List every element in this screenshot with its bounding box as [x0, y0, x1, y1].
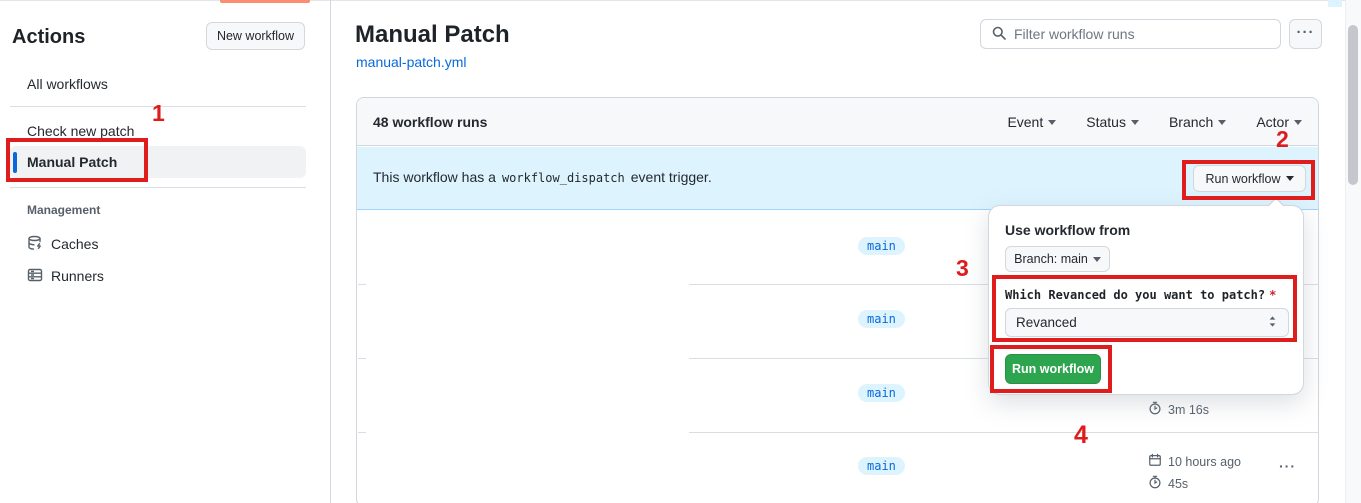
management-section-heading: Management [27, 203, 101, 217]
sidebar-item-runners[interactable]: Runners [27, 264, 287, 288]
sidebar-item-label: Caches [51, 236, 99, 252]
top-nav-border [0, 0, 1345, 1]
sidebar-item-label: Check new patch [27, 123, 135, 139]
sidebar-item-manual-patch[interactable]: Manual Patch [10, 146, 306, 178]
sidebar-item-label: All workflows [27, 76, 108, 92]
run-date: 10 hours ago [1148, 453, 1241, 470]
chevron-down-icon [1218, 119, 1227, 129]
branch-badge[interactable]: main [858, 384, 905, 402]
runs-header: 48 workflow runs Event Status Branch Act… [357, 98, 1318, 146]
annotation-step-3: 3 [956, 255, 969, 281]
workflow-runs-panel: 48 workflow runs Event Status Branch Act… [356, 97, 1319, 503]
run-kebab-button[interactable]: ··· [1279, 458, 1296, 474]
sidebar-item-caches[interactable]: Caches [27, 232, 287, 256]
stopwatch-icon [1148, 475, 1162, 492]
runs-count: 48 workflow runs [373, 113, 488, 130]
search-input[interactable] [1014, 26, 1270, 42]
filter-runs-searchbox[interactable] [980, 19, 1281, 49]
select-updown-icon [1265, 314, 1280, 332]
annotation-step-1: 1 [152, 100, 165, 126]
top-banner-fragment [1328, 0, 1342, 7]
sidebar-title: Actions [12, 26, 86, 48]
run-duration: 3m 16s [1148, 401, 1209, 418]
required-asterisk: * [1269, 288, 1277, 302]
run-workflow-dialog: Use workflow from Branch: main Which Rev… [988, 197, 1304, 395]
branch-selector-button[interactable]: Branch: main [1005, 246, 1110, 272]
sidebar-item-label: Manual Patch [27, 154, 118, 170]
runs-filters: Event Status Branch Actor [1007, 98, 1302, 146]
sidebar-divider [10, 187, 306, 188]
row-separator [689, 432, 1319, 433]
run-workflow-dropdown-button[interactable]: Run workflow [1193, 165, 1306, 192]
chevron-down-icon [1092, 256, 1101, 266]
chevron-down-icon [1285, 176, 1294, 185]
chevron-down-icon [1048, 119, 1057, 129]
code-workflow-dispatch: workflow_dispatch [501, 171, 625, 185]
workflow-file-link[interactable]: manual-patch.yml [356, 54, 467, 70]
sidebar-divider [10, 106, 306, 107]
selected-item-accent-bar [13, 152, 17, 173]
branch-badge[interactable]: main [858, 457, 905, 475]
filter-event[interactable]: Event [1007, 114, 1057, 130]
chevron-down-icon [1130, 119, 1139, 129]
sidebar-item-check-new-patch[interactable]: Check new patch [10, 115, 306, 147]
page-kebab-button[interactable]: ··· [1289, 19, 1322, 49]
annotation-step-4: 4 [1074, 421, 1088, 449]
actions-tab-underline [220, 0, 310, 3]
new-workflow-button[interactable]: New workflow [206, 22, 305, 50]
chevron-down-icon [1294, 119, 1302, 129]
cache-icon [27, 235, 43, 254]
run-workflow-submit-button[interactable]: Run workflow [1005, 354, 1101, 384]
revanced-select[interactable]: Revanced [1005, 308, 1289, 337]
filter-branch[interactable]: Branch [1169, 114, 1227, 130]
workflow-input-label: Which Revanced do you want to patch?* [1005, 288, 1277, 302]
sidebar-border [330, 0, 331, 503]
row-separator [358, 432, 366, 433]
branch-badge[interactable]: main [858, 237, 905, 255]
page-title: Manual Patch [355, 21, 510, 48]
filter-status[interactable]: Status [1086, 114, 1139, 130]
workflow-dispatch-banner: This workflow has a workflow_dispatch ev… [357, 147, 1318, 210]
annotation-step-2: 2 [1276, 126, 1289, 152]
dialog-notch [1267, 197, 1285, 207]
branch-badge[interactable]: main [858, 310, 905, 328]
row-separator [358, 358, 366, 359]
scrollbar-thumb[interactable] [1348, 25, 1358, 185]
calendar-icon [1148, 453, 1162, 470]
run-duration: 45s [1148, 475, 1188, 492]
banner-text: This workflow has a workflow_dispatch ev… [373, 169, 712, 185]
search-icon [991, 25, 1007, 44]
stopwatch-icon [1148, 401, 1162, 418]
dialog-heading: Use workflow from [1005, 222, 1131, 238]
row-separator [358, 284, 366, 285]
sidebar-item-all-workflows[interactable]: All workflows [10, 68, 306, 100]
filter-actor[interactable]: Actor [1256, 114, 1302, 130]
server-icon [27, 267, 43, 286]
sidebar-item-label: Runners [51, 268, 104, 284]
